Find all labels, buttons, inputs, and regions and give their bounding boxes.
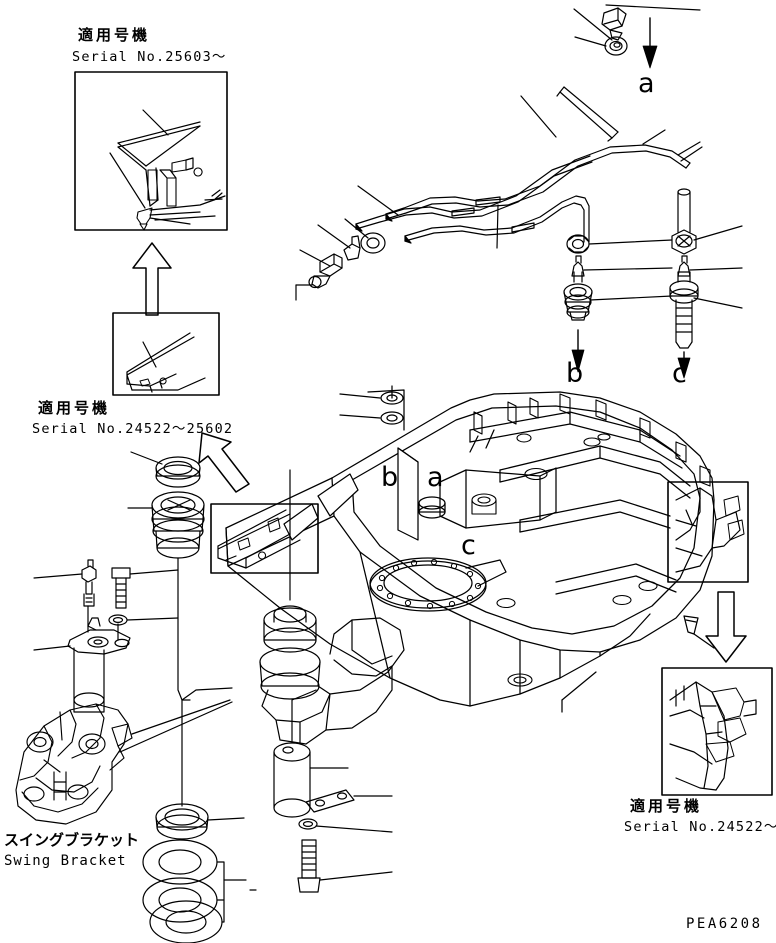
callout-a-frame: a: [427, 462, 444, 493]
inset-top-left-jp-heading: 適用号機: [78, 26, 151, 44]
inset-mid-left-jp-heading: 適用号機: [38, 399, 111, 417]
inset-link-arrow-down: [705, 591, 747, 663]
inset-bottom-right-box: [661, 667, 773, 796]
inset-bottom-right-serial: Serial No.24522〜: [624, 819, 776, 835]
inset-top-left-box: [74, 71, 228, 231]
swing-post-assembly: [259, 469, 405, 745]
document-code: PEA6208: [686, 916, 763, 932]
swing-bracket-kana-label: スイングブラケット: [4, 831, 140, 849]
bolt-stack-c: [669, 188, 743, 379]
callout-b-frame: b: [381, 462, 399, 493]
left-parts-column: [15, 451, 233, 825]
inset-link-arrow-up: [132, 242, 172, 316]
callout-c-frame: c: [461, 530, 476, 561]
swing-bracket-casting: [15, 703, 133, 825]
inset-bottom-right-jp-heading: 適用号機: [630, 797, 703, 815]
revolving-frame: [225, 385, 715, 713]
bottom-center-parts: [142, 687, 393, 943]
callout-c-top: c: [672, 358, 687, 389]
swing-bracket-en-label: Swing Bracket: [4, 853, 127, 869]
inset-link-arrow-diagonal: [198, 432, 250, 493]
inset-right-upper-box: [667, 481, 749, 583]
callout-b-top: b: [566, 358, 584, 389]
top-right-parts: [556, 4, 701, 142]
inset-mid-left-serial: Serial No.24522〜25602: [32, 421, 234, 437]
bolt-stack-b: [563, 234, 673, 373]
inset-mid-left-box: [112, 312, 220, 396]
hose-fitting-cluster: [295, 218, 386, 301]
hydraulic-hoses: [355, 95, 703, 249]
callout-a-top: a: [638, 68, 655, 99]
inset-center-left-box: [210, 503, 319, 574]
inset-top-left-serial: Serial No.25603〜: [72, 49, 227, 65]
